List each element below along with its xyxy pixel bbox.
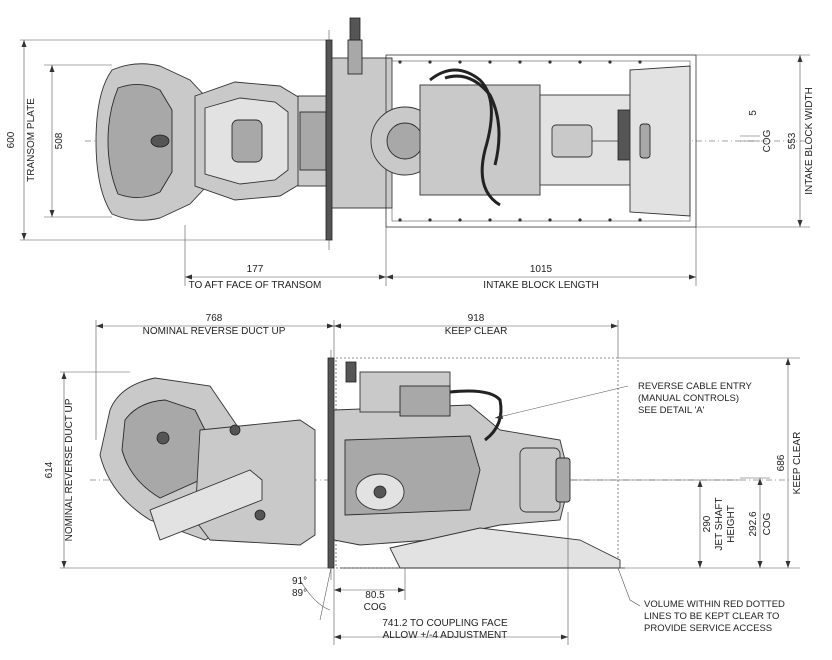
side-reverse-cable [449, 389, 503, 442]
top-shaft-bearing [551, 124, 593, 158]
top-steering-bowl [231, 119, 263, 163]
dim-80-label: COG [364, 602, 387, 613]
volume-note-1: VOLUME WITHIN RED DOTTED [644, 599, 785, 610]
dim-177-label: TO AFT FACE OF TRANSOM [189, 280, 322, 291]
reverse-cable-leader [494, 385, 629, 419]
volume-note-2: LINES TO BE KEPT CLEAR TO [644, 611, 779, 622]
top-nozzle-hub [150, 134, 170, 148]
dim-600-value: 600 [6, 131, 17, 148]
side-coupling-flange [555, 457, 571, 503]
dim-918-label: KEEP CLEAR [445, 326, 508, 337]
volume-note-leader [617, 567, 641, 607]
dim-290-label-1: JET SHAFT [714, 497, 725, 550]
dim-741-line2: ALLOW +/-4 ADJUSTMENT [383, 630, 508, 641]
top-valve-stack [347, 39, 363, 75]
dim-292-label: COG [762, 512, 773, 535]
dim-80-value: 80.5 [365, 590, 385, 601]
top-hydraulic-hose-2 [444, 74, 501, 166]
angle-arc [299, 579, 331, 611]
volume-note-3: PROVIDE SERVICE ACCESS [644, 623, 772, 634]
reverse-cable-note-2: (MANUAL CONTROLS) [638, 393, 739, 404]
side-bearing-housing [519, 447, 561, 513]
side-steering-band [149, 469, 263, 541]
angle-89: 89° [292, 588, 307, 599]
dim-741-line1: 741.2 TO COUPLING FACE [382, 618, 508, 629]
dim-686-value: 686 [776, 454, 787, 471]
reverse-cable-note-1: REVERSE CABLE ENTRY [638, 381, 753, 392]
top-hydraulic-hose-1 [429, 68, 501, 207]
top-pump-body [419, 84, 541, 196]
dim-918-value: 918 [468, 313, 485, 324]
dim-5-label: COG [762, 129, 773, 152]
side-duct-pivot [156, 431, 170, 445]
angle-91: 91° [292, 576, 307, 587]
top-intake-bolts [398, 60, 642, 222]
dim-290-value: 290 [702, 515, 713, 532]
dim-768-label: NOMINAL REVERSE DUCT UP [143, 326, 286, 337]
top-nameplate [617, 109, 631, 161]
dim-5-value: 5 [748, 110, 759, 116]
dim-600-label: TRANSOM PLATE [26, 98, 37, 182]
reverse-cable-note-3: SEE DETAIL 'A' [638, 405, 705, 416]
dim-1015-label: INTAKE BLOCK LENGTH [483, 280, 598, 291]
dim-614-label: NOMINAL REVERSE DUCT UP [64, 398, 75, 541]
dim-614-value: 614 [44, 461, 55, 478]
top-view: 600 TRANSOM PLATE 508 5 COG 553 INTAKE B… [6, 17, 815, 291]
dim-553-value: 553 [787, 132, 798, 149]
dim-508-value: 508 [54, 132, 65, 149]
dim-686-label: KEEP CLEAR [792, 432, 803, 495]
dim-177-value: 177 [247, 264, 264, 275]
side-valve-block [399, 385, 451, 417]
dim-290-label-2: HEIGHT [726, 505, 737, 543]
top-stator-core [299, 111, 327, 171]
dim-553-label: INTAKE BLOCK WIDTH [804, 87, 815, 195]
dim-768-value: 768 [206, 313, 223, 324]
top-intake-grill [629, 65, 691, 217]
top-valve-top [349, 17, 361, 41]
dim-1015-value: 1015 [530, 264, 553, 275]
top-nozzle-inner [107, 84, 173, 198]
side-view: 768 NOMINAL REVERSE DUCT UP 918 KEEP CLE… [44, 313, 803, 645]
dim-292-value: 292.6 [748, 511, 759, 536]
